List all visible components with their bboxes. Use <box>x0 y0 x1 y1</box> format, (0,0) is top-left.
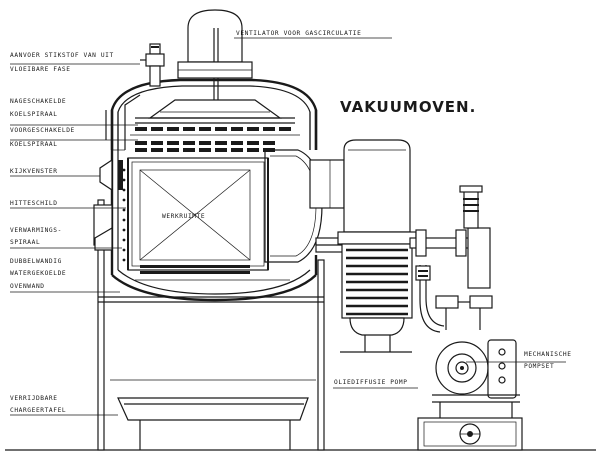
label-oil-diffusion-pump: OLIEDIFFUSIE POMP <box>334 379 408 386</box>
label-mechanical-pump-line2: POMPSET <box>524 363 554 370</box>
mechanical-pump-set <box>432 339 520 418</box>
label-heating-spiral-line2: SPIRAAL <box>10 239 40 246</box>
oil-diffusion-pump <box>337 139 417 353</box>
label-oven-wall-line1: DUBBELWANDIG <box>10 258 62 265</box>
label-fore-spiral-line1: VOORGESCHAKELDE <box>10 127 75 134</box>
label-nitrogen-inlet-line1: AANVOER STIKSTOF VAN UIT <box>10 52 114 59</box>
label-nitrogen-inlet-line2: VLOEIBARE FASE <box>10 66 71 73</box>
label-ventilator: VENTILATOR VOOR GASCIRCULATIE <box>236 30 361 37</box>
fan-plate <box>135 99 295 124</box>
label-aft-spiral-line2: KOELSPIRAAL <box>10 111 58 118</box>
label-work-space: WERKRUIMTE <box>162 213 205 220</box>
pump-coils <box>346 248 408 316</box>
pump-base <box>417 417 523 451</box>
heat-shield <box>127 157 269 271</box>
label-viewing-window: KIJKVENSTER <box>10 168 58 175</box>
fore-cooling-spiral <box>135 141 275 152</box>
label-charging-table-line2: CHARGEERTAFEL <box>10 407 66 414</box>
nitrogen-inlet <box>140 43 165 87</box>
bottom-heating-bars <box>135 265 290 281</box>
left-piping <box>93 94 141 251</box>
label-fore-spiral-line2: KOELSPIRAAL <box>10 141 58 148</box>
label-oven-wall-line2: WATERGEKOELDE <box>10 270 66 277</box>
oven-shell <box>110 78 323 302</box>
label-charging-table-line1: VERRIJDBARE <box>10 395 58 402</box>
support-frame <box>97 199 325 451</box>
work-space <box>139 169 251 261</box>
viewing-window <box>99 158 123 192</box>
leader-lines <box>10 37 566 416</box>
title: VAKUUMOVEN. <box>340 98 476 116</box>
charging-table <box>110 379 316 450</box>
label-mechanical-pump-line1: MECHANISCHE <box>524 351 572 358</box>
label-oven-wall-line3: OVENWAND <box>10 283 45 290</box>
fan-housing <box>177 9 253 100</box>
heating-spiral <box>122 168 126 262</box>
aft-cooling-spiral <box>130 127 300 136</box>
label-aft-spiral-line1: NAGESCHAKELDE <box>10 98 66 105</box>
label-heating-spiral-line1: VERWARMINGS- <box>10 227 62 234</box>
fore-line-piping <box>409 185 493 333</box>
label-heat-shield: HITTESCHILD <box>10 200 58 207</box>
